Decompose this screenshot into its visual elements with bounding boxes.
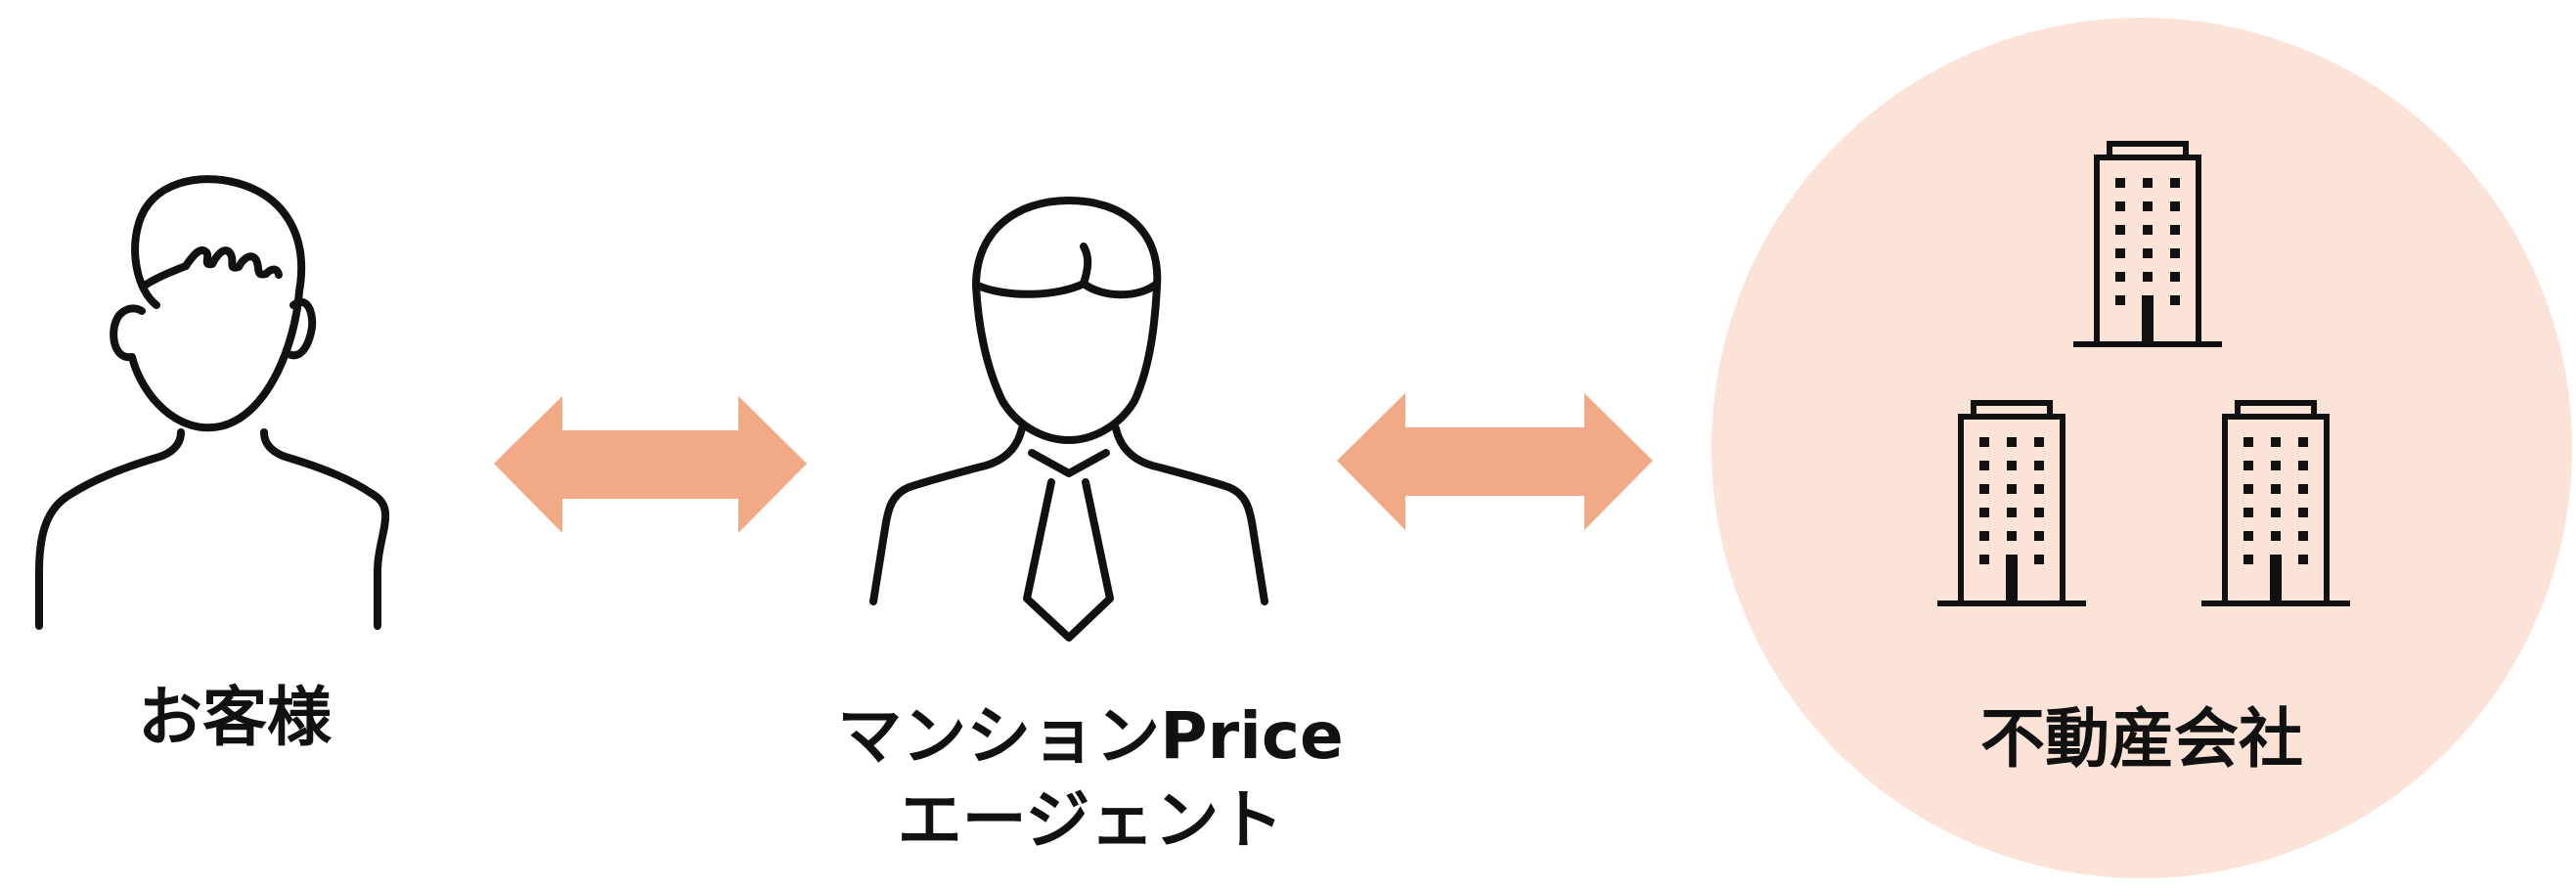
agent-label: マンションPrice エージェント	[763, 694, 1418, 863]
real-estate-circle	[1711, 18, 2572, 878]
businessman-icon	[869, 197, 1268, 642]
agent-label-line1: マンションPrice	[837, 698, 1344, 774]
bidirectional-arrow-right	[1337, 393, 1653, 530]
real-estate-label: 不動産会社	[1980, 701, 2303, 777]
agent-label-line2: エージェント	[897, 782, 1284, 858]
bidirectional-arrow-left	[494, 396, 807, 533]
customer-label: お客様	[138, 680, 332, 755]
person-icon	[35, 175, 390, 630]
